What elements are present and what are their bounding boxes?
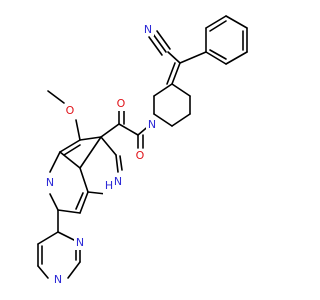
bond-lines xyxy=(37,15,248,279)
pyrrole-ring xyxy=(79,136,123,195)
nitrile-bond xyxy=(148,30,181,64)
atom-label-nitrile-n: N xyxy=(144,23,152,36)
pyrazine-ring xyxy=(37,231,81,279)
atom-label-pyrazine-n2: N xyxy=(54,273,62,286)
pyridine-nitrogen: N xyxy=(44,176,56,190)
piperidine-nitrogen: N xyxy=(146,118,158,132)
atom-label-pyrrole-n: N xyxy=(114,175,122,188)
pyrrole-nh: N H xyxy=(103,175,125,197)
atom-labels: N N O O O N H N N xyxy=(44,22,158,287)
piperidine-ring xyxy=(153,83,191,127)
nitrile-nitrogen: N xyxy=(142,22,154,36)
methoxy-oxygen: O xyxy=(64,104,76,118)
atom-label-piperidine-n: N xyxy=(148,118,156,131)
methoxy-group xyxy=(47,90,81,141)
phenyl-ring xyxy=(179,15,248,65)
oxalyl-linker xyxy=(100,110,152,149)
atom-label-carbonyl-o1: O xyxy=(117,97,126,110)
pyrazine-nitrogen-1: N xyxy=(74,236,86,250)
atom-label-pyrrole-h: H xyxy=(105,179,113,192)
carbonyl-oxygen-upper: O xyxy=(115,97,127,111)
pyridine-ring xyxy=(49,136,102,214)
exocyclic-double-bond xyxy=(166,62,181,85)
atom-label-pyridine-n: N xyxy=(46,176,54,189)
carbonyl-oxygen-lower: O xyxy=(134,149,146,163)
molecule-structure-drawing: N N O O O N H N N xyxy=(37,15,248,287)
atom-label-pyrazine-n1: N xyxy=(76,236,84,249)
pyrazine-nitrogen-2: N xyxy=(52,273,64,287)
atom-label-carbonyl-o2: O xyxy=(136,149,145,162)
atom-label-methoxy-o: O xyxy=(66,104,75,117)
